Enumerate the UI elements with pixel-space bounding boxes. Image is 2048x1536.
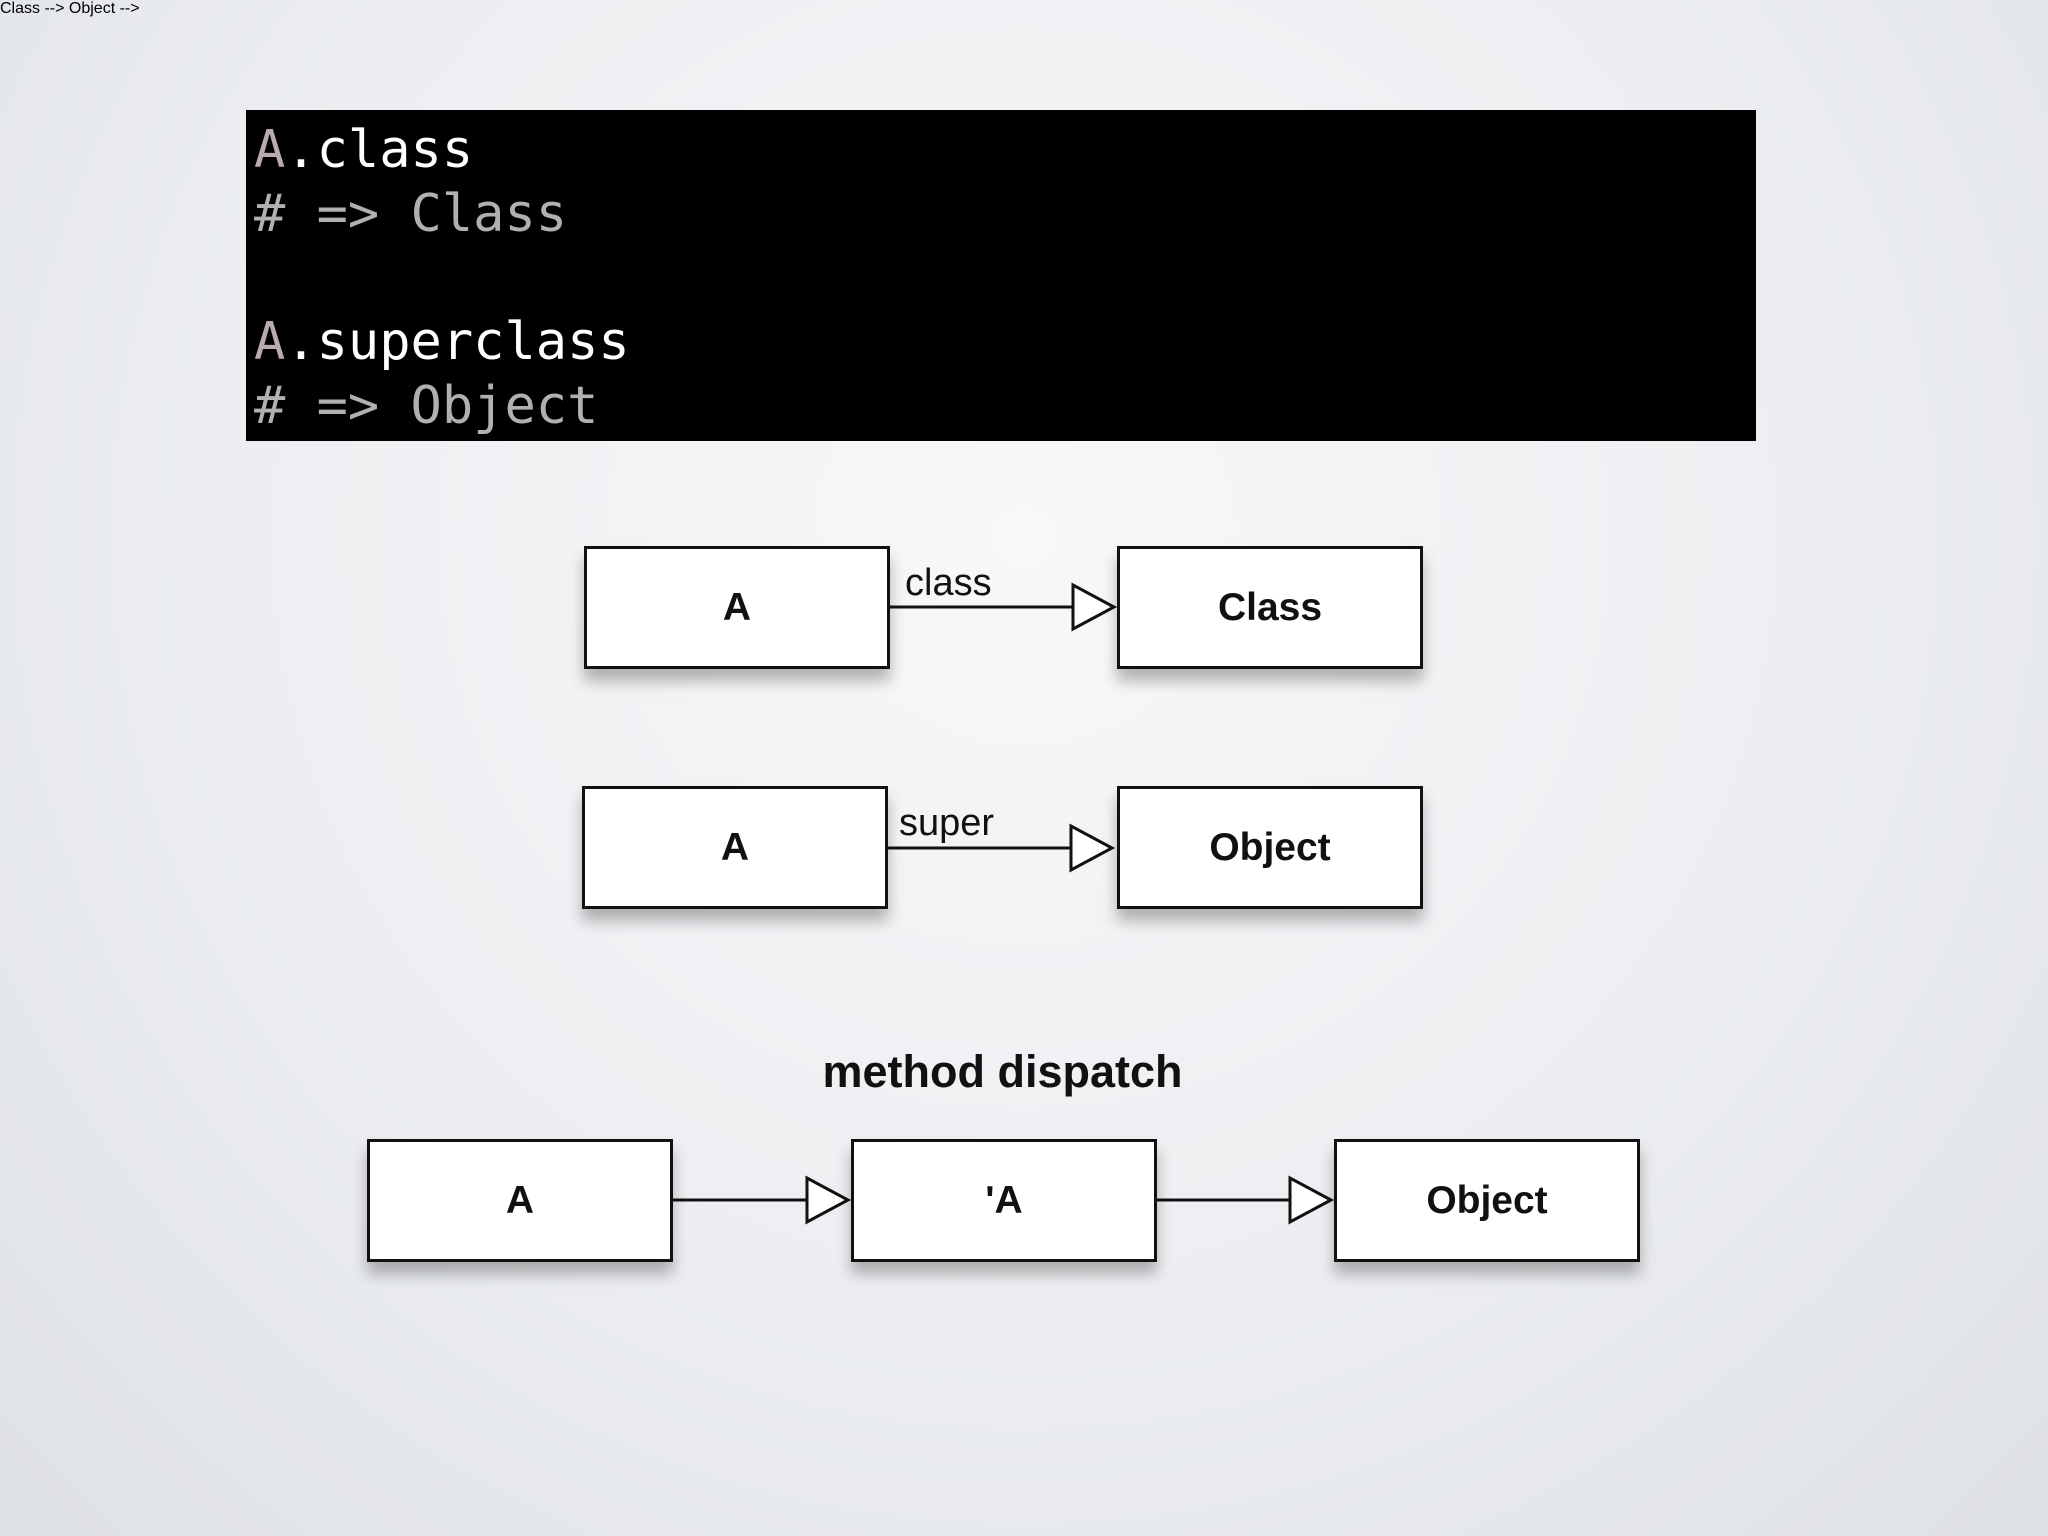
code-method: .superclass — [285, 312, 630, 372]
row1-target-box: Class — [1117, 546, 1423, 669]
code-line: A.superclass — [254, 310, 1756, 374]
row1-source-label: A — [722, 585, 752, 629]
super-edge-label: super — [899, 802, 995, 844]
row2-source-label: A — [720, 825, 750, 869]
row1-source-box: A — [584, 546, 890, 669]
dispatch-node-label: A — [505, 1178, 535, 1222]
dispatch-node-label: Object — [1426, 1178, 1548, 1222]
super-edge-arrowhead — [1069, 823, 1116, 873]
code-line: # => Object — [254, 374, 1756, 438]
code-method: .class — [285, 120, 474, 180]
code-comment: # => Class — [254, 184, 568, 244]
row1-target-label: Class — [1217, 585, 1323, 629]
class-edge-label: class — [905, 562, 992, 604]
dispatch-node-label: 'A — [985, 1178, 1023, 1222]
dispatch-node-singleton: 'A — [851, 1139, 1157, 1262]
code-line: A.class — [254, 118, 1756, 182]
row2-source-box: A — [582, 786, 888, 909]
dispatch-edge-2-arrowhead — [1288, 1175, 1335, 1225]
code-receiver: A — [254, 312, 286, 372]
class-edge-arrowhead — [1071, 582, 1118, 632]
dispatch-node-object: Object — [1334, 1139, 1640, 1262]
dispatch-node-a: A — [367, 1139, 673, 1262]
code-blank-line — [254, 246, 1756, 310]
code-receiver: A — [254, 120, 286, 180]
row2-target-label: Object — [1209, 825, 1331, 869]
code-line: # => Class — [254, 182, 1756, 246]
dispatch-edge-1-arrowhead — [805, 1175, 852, 1225]
code-comment: # => Object — [254, 376, 599, 436]
row2-target-box: Object — [1117, 786, 1423, 909]
method-dispatch-heading: method dispatch — [822, 1046, 1183, 1097]
code-block: A.class # => Class A.superclass # => Obj… — [246, 110, 1756, 441]
